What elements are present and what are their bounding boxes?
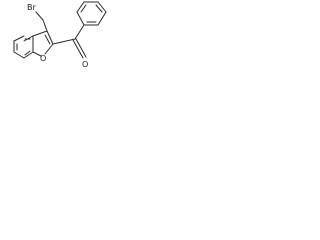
bond xyxy=(74,24,85,40)
bromine-atom-label: Br xyxy=(27,3,36,12)
bond xyxy=(13,51,25,59)
bond xyxy=(97,11,107,26)
bond xyxy=(44,43,54,55)
double-bond-inner xyxy=(80,4,87,13)
chemical-structure: Br O O xyxy=(13,1,107,69)
double-bond-inner xyxy=(24,50,31,56)
bond xyxy=(76,11,85,26)
bond xyxy=(32,30,48,37)
bond xyxy=(97,1,107,13)
benzofuran-benzene-ring xyxy=(13,35,34,59)
double-bond-inner xyxy=(44,34,51,45)
bond xyxy=(32,51,42,57)
carbonyl-group xyxy=(52,38,87,59)
bond xyxy=(23,51,34,59)
carbonyl-double-bond xyxy=(75,38,87,58)
bond xyxy=(76,1,85,13)
bond xyxy=(46,30,54,45)
bond xyxy=(42,19,48,32)
carbonyl-double-bond xyxy=(72,39,84,59)
furan-oxygen-label: O xyxy=(40,54,46,63)
bromomethyl-group xyxy=(35,11,48,32)
carbonyl-oxygen-label: O xyxy=(82,60,88,69)
double-bond-inner xyxy=(95,4,103,13)
phenyl-ring xyxy=(74,1,107,40)
bond xyxy=(35,11,44,21)
furan-ring xyxy=(32,30,54,57)
bond xyxy=(13,35,25,42)
bond xyxy=(52,38,76,45)
